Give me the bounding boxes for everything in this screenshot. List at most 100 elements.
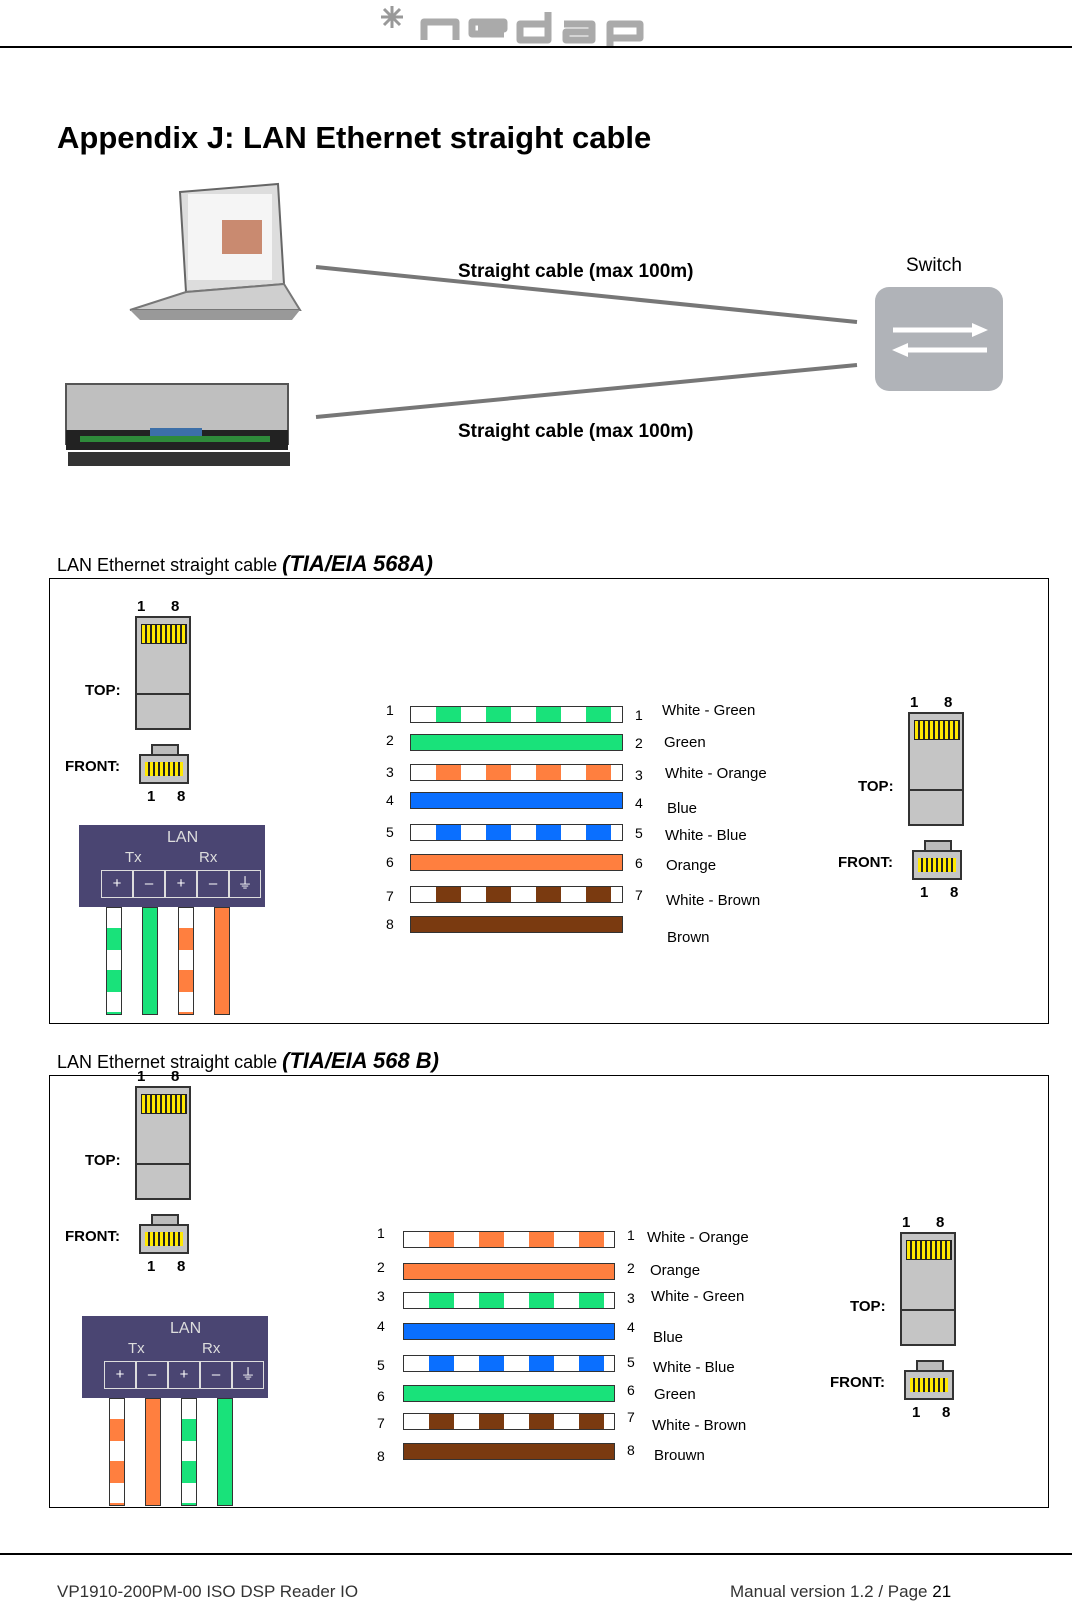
pin-label-8-a-right: 8 [944, 694, 953, 711]
front-label-a-left: FRONT: [65, 758, 120, 775]
section-a-standard: (TIA/EIA 568A) [282, 551, 433, 576]
rj45-contacts-front-b-right [910, 1378, 948, 1392]
terminal-minus-3-a: – [197, 870, 229, 898]
terminal-wire-2-b [145, 1398, 161, 1506]
pin-right-3: 3 [627, 1290, 635, 1306]
wire-name-7: White - Brown [652, 1417, 747, 1434]
wire-7 [403, 1413, 615, 1430]
lan-panel-a [79, 825, 265, 907]
pin-left-4: 4 [386, 792, 394, 808]
wire-name-5: White - Blue [653, 1359, 735, 1376]
pin-label-1-a-left: 1 [137, 598, 146, 615]
switch-label: Switch [906, 255, 962, 276]
pin-right-4: 4 [635, 795, 643, 811]
terminal-minus-3-b: – [200, 1361, 232, 1389]
pin-right-6: 6 [627, 1382, 635, 1398]
rj45-divider-a-left [135, 693, 191, 695]
wire-name-6: Orange [666, 857, 717, 874]
pin-right-1: 1 [635, 707, 643, 723]
footer-version: Manual version 1.2 / Page 21 [730, 1582, 952, 1601]
pin-label-1-front-a-left: 1 [147, 788, 156, 805]
pin-left-1: 1 [377, 1225, 385, 1241]
terminal-wire-1-b [109, 1398, 125, 1506]
wire-8 [403, 1443, 615, 1460]
lan-rx-a: Rx [199, 849, 218, 866]
footer-doc: VP1910-200PM-00 ISO DSP Reader IO [57, 1582, 359, 1601]
cable-label-top: Straight cable (max 100m) [458, 261, 694, 282]
lan-panel-b [82, 1316, 268, 1398]
pin-left-1: 1 [386, 702, 394, 718]
lan-tx-b: Tx [128, 1340, 145, 1357]
pin-label-8-front-b-left: 8 [177, 1258, 186, 1275]
pin-right-6: 6 [635, 855, 643, 871]
top-label-a-right: TOP: [858, 778, 894, 795]
wire-4 [410, 792, 623, 809]
pin-left-4: 4 [377, 1318, 385, 1334]
wire-name-5: White - Blue [665, 827, 747, 844]
pin-right-1: 1 [627, 1227, 635, 1243]
lan-title-b: LAN [170, 1320, 202, 1337]
rj45-contacts-front-a-left [145, 762, 183, 776]
rj45-divider-a-right [908, 789, 964, 791]
pin-left-2: 2 [386, 732, 394, 748]
wire-3 [410, 764, 623, 781]
pin-right-2: 2 [635, 735, 643, 751]
pin-left-7: 7 [377, 1415, 385, 1431]
wire-name-3: White - Green [651, 1288, 745, 1305]
pin-left-8: 8 [377, 1448, 385, 1464]
wire-8 [410, 916, 623, 933]
wire-name-1: White - Orange [647, 1229, 749, 1246]
wire-1 [410, 706, 623, 723]
wire-5 [403, 1355, 615, 1372]
terminal-plus-0-b: + [104, 1361, 136, 1389]
top-label-b-right: TOP: [850, 1298, 886, 1315]
pin-right-3: 3 [635, 767, 643, 783]
pin-left-5: 5 [386, 824, 394, 840]
terminal-wire-1-a [106, 907, 122, 1015]
section-b-standard: (TIA/EIA 568 B) [282, 1048, 440, 1073]
wire-5 [410, 824, 623, 841]
terminal-wire-4-a [214, 907, 230, 1015]
header-rule [0, 46, 1072, 48]
wire-name-6: Green [654, 1386, 696, 1403]
top-label-a-left: TOP: [85, 682, 121, 699]
pin-right-4: 4 [627, 1319, 635, 1335]
topology-drawing [65, 182, 1003, 466]
page-title: Appendix J: LAN Ethernet straight cable [57, 120, 652, 155]
pin-label-1-b-left: 1 [137, 1068, 146, 1085]
straight-cable-bottom [315, 363, 858, 419]
terminal-plus-0-a: + [101, 870, 133, 898]
wire-6 [403, 1385, 615, 1402]
pin-label-1-front-b-left: 1 [147, 1258, 156, 1275]
front-label-a-right: FRONT: [838, 854, 893, 871]
terminal-wire-3-b [181, 1398, 197, 1506]
pin-right-5: 5 [627, 1354, 635, 1370]
section-b-box [49, 1075, 1049, 1508]
terminal-wire-4-b [217, 1398, 233, 1506]
wire-name-8: Brouwn [654, 1447, 705, 1464]
pin-right-5: 5 [635, 825, 643, 841]
terminal-ground-4-a: ⏚ [229, 870, 261, 898]
wire-name-2: Green [664, 734, 706, 751]
terminal-plus-2-b: + [168, 1361, 200, 1389]
front-label-b-right: FRONT: [830, 1374, 885, 1391]
reader-io-device [65, 383, 290, 466]
pin-left-2: 2 [377, 1259, 385, 1275]
pin-right-7: 7 [635, 887, 643, 903]
wire-name-4: Blue [653, 1329, 684, 1346]
rj45-contacts-top-b-right [906, 1240, 952, 1260]
terminal-minus-1-a: – [133, 870, 165, 898]
wire-name-2: Orange [650, 1262, 701, 1279]
wire-6 [410, 854, 623, 871]
rj45-divider-b-right [900, 1309, 956, 1311]
pin-right-8: 8 [627, 1442, 635, 1458]
pin-label-8-a-left: 8 [171, 598, 180, 615]
rj45-contacts-front-b-left [145, 1232, 183, 1246]
wire-name-4: Blue [667, 800, 698, 817]
lan-rx-b: Rx [202, 1340, 221, 1357]
wire-2 [403, 1263, 615, 1280]
lan-tx-a: Tx [125, 849, 142, 866]
wire-2 [410, 734, 623, 751]
terminal-wire-3-a [178, 907, 194, 1015]
switch-icon [875, 287, 1003, 391]
